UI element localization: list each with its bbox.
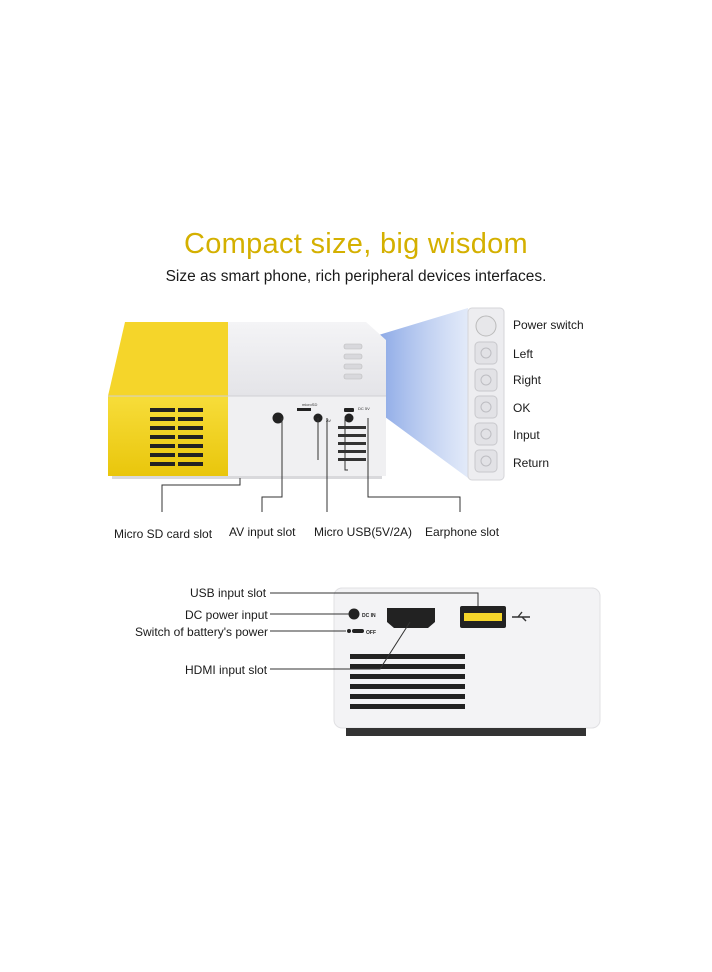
label-hdmi-input: HDMI input slot: [185, 663, 268, 677]
label-av-input: AV input slot: [229, 525, 296, 539]
button-label-left: Left: [513, 347, 534, 361]
av-marking: AV: [326, 418, 331, 423]
page-subtitle: Size as smart phone, rich peripheral dev…: [165, 268, 547, 285]
label-micro-usb: Micro USB(5V/2A): [314, 525, 413, 539]
microsd-marking: microSD: [302, 402, 317, 407]
top-leader-lines: [161, 418, 461, 512]
button-label-power: Power switch: [513, 318, 584, 332]
button-label-ok: OK: [513, 401, 531, 415]
button-label-return: Return: [513, 456, 550, 470]
light-beam: [362, 308, 468, 478]
page-title: Compact size, big wisdom: [183, 228, 529, 260]
projector-back-view: [333, 587, 601, 736]
label-earphone: Earphone slot: [425, 525, 500, 539]
control-panel: [467, 307, 505, 481]
label-micro-sd: Micro SD card slot: [114, 527, 213, 541]
label-usb-input: USB input slot: [190, 586, 267, 600]
projector-top-view: [108, 322, 386, 479]
label-dc-power: DC power input: [185, 608, 268, 622]
back-leader-lines: [270, 592, 479, 670]
button-label-input: Input: [513, 428, 540, 442]
dc5v-marking: DC 5V: [358, 406, 370, 411]
dc-in-marking: DC IN: [362, 613, 376, 619]
button-label-right: Right: [513, 373, 542, 387]
off-marking: OFF: [366, 630, 376, 636]
usb-symbol-icon: [512, 611, 530, 622]
label-battery-switch: Switch of battery's power: [135, 625, 269, 639]
